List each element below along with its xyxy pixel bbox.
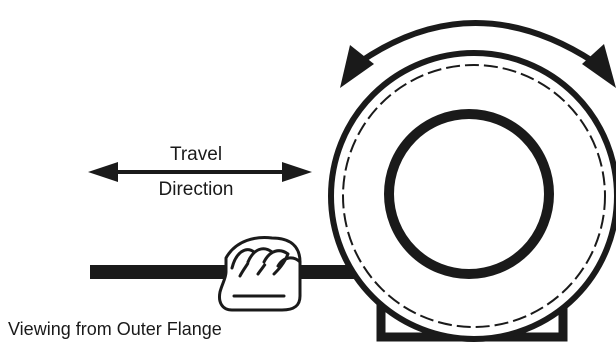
direction-label: Direction: [158, 179, 234, 200]
travel-label: Travel: [169, 144, 223, 165]
view-caption: Viewing from Outer Flange: [8, 319, 222, 339]
gloved-hand-icon: [218, 236, 302, 312]
inner-ring: [384, 109, 554, 279]
rotation-arrow-icon: [340, 20, 616, 88]
travel-arrow-icon: [88, 162, 312, 182]
outer-ring: [328, 50, 616, 342]
